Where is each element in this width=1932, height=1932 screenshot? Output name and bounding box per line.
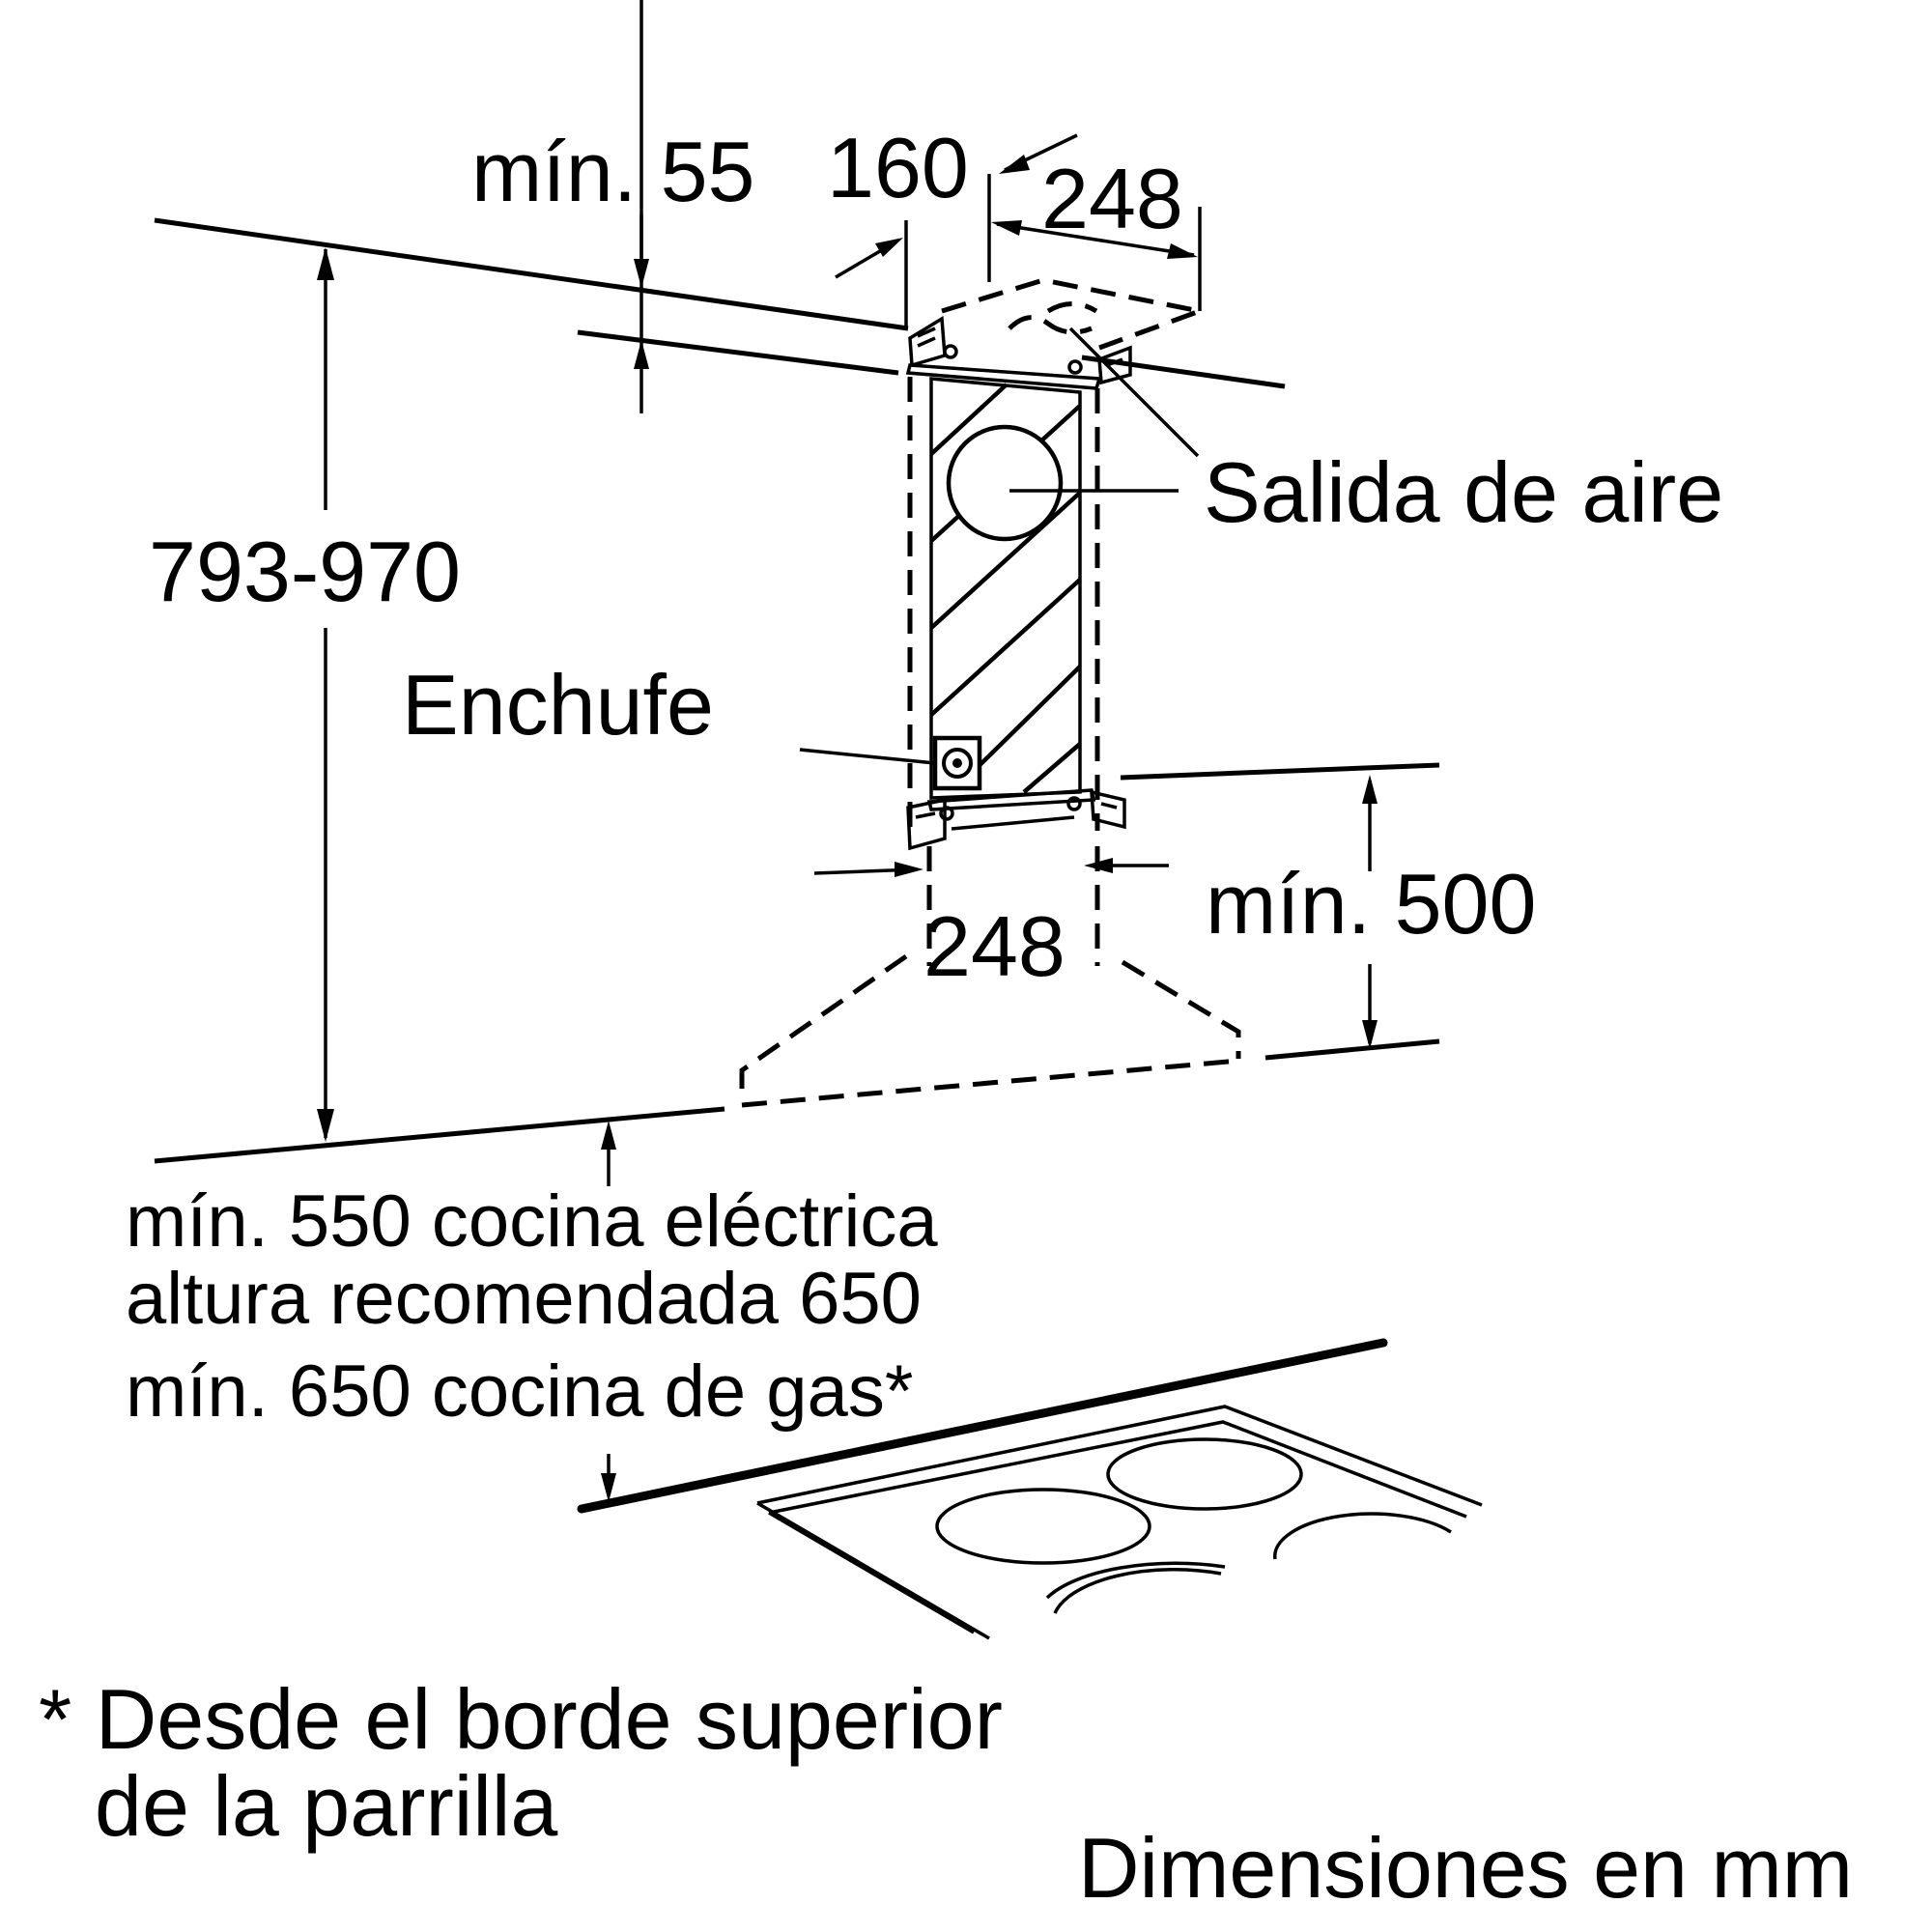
min500-dimension <box>1362 775 1378 1049</box>
label-min500: mín. 500 <box>1206 856 1536 952</box>
label-salida-de-aire: Salida de aire <box>1204 444 1723 540</box>
hood-canopy <box>739 953 1241 1108</box>
label-min550-electric: mín. 550 cocina eléctrica <box>126 1180 938 1263</box>
burner-2 <box>1106 1437 1303 1511</box>
label-recommended-height: altura recomendada 650 <box>126 1258 922 1340</box>
label-min650-gas: mín. 650 cocina de gas* <box>126 1350 913 1433</box>
salida-leader-bracket <box>1068 327 1200 458</box>
duct-top-outline <box>941 277 1209 351</box>
min55-dimension <box>634 0 649 413</box>
footnote-line-2: de la parrilla <box>95 1758 557 1854</box>
bottom-bracket <box>906 788 1126 851</box>
hatched-zone <box>929 377 1082 800</box>
socket-icon <box>932 735 982 791</box>
air-outlet-circle <box>946 424 1064 542</box>
cooktop <box>577 1338 1483 1640</box>
d248-bottom-dimension <box>813 858 1169 877</box>
cabinet-bottom-line <box>577 329 899 376</box>
enchufe-leader <box>799 748 936 765</box>
right-lower-line-upper <box>1120 762 1440 781</box>
label-units: Dimensiones en mm <box>1078 1820 1853 1916</box>
d160-dimension <box>835 220 908 327</box>
burner-1 <box>935 1488 1151 1565</box>
label-160: 160 <box>827 120 969 215</box>
d248-top-dimension <box>987 133 1202 311</box>
right-lower-line-lower <box>1264 1038 1440 1061</box>
label-248-bottom: 248 <box>923 898 1065 994</box>
height-dimension <box>317 247 334 1142</box>
hood-bottom-line <box>154 1106 725 1164</box>
worktop-clearance-arrow <box>601 1121 616 1502</box>
footnote-line-1: * Desde el borde superior <box>39 1671 1003 1767</box>
top-bracket <box>905 316 1132 390</box>
label-height-range: 793-970 <box>149 524 461 619</box>
label-248-top: 248 <box>1041 151 1183 246</box>
burner-3 <box>1053 1567 1222 1614</box>
burner-4 <box>1273 1512 1452 1560</box>
label-min55: mín. 55 <box>471 124 754 219</box>
label-enchufe: Enchufe <box>402 657 714 753</box>
